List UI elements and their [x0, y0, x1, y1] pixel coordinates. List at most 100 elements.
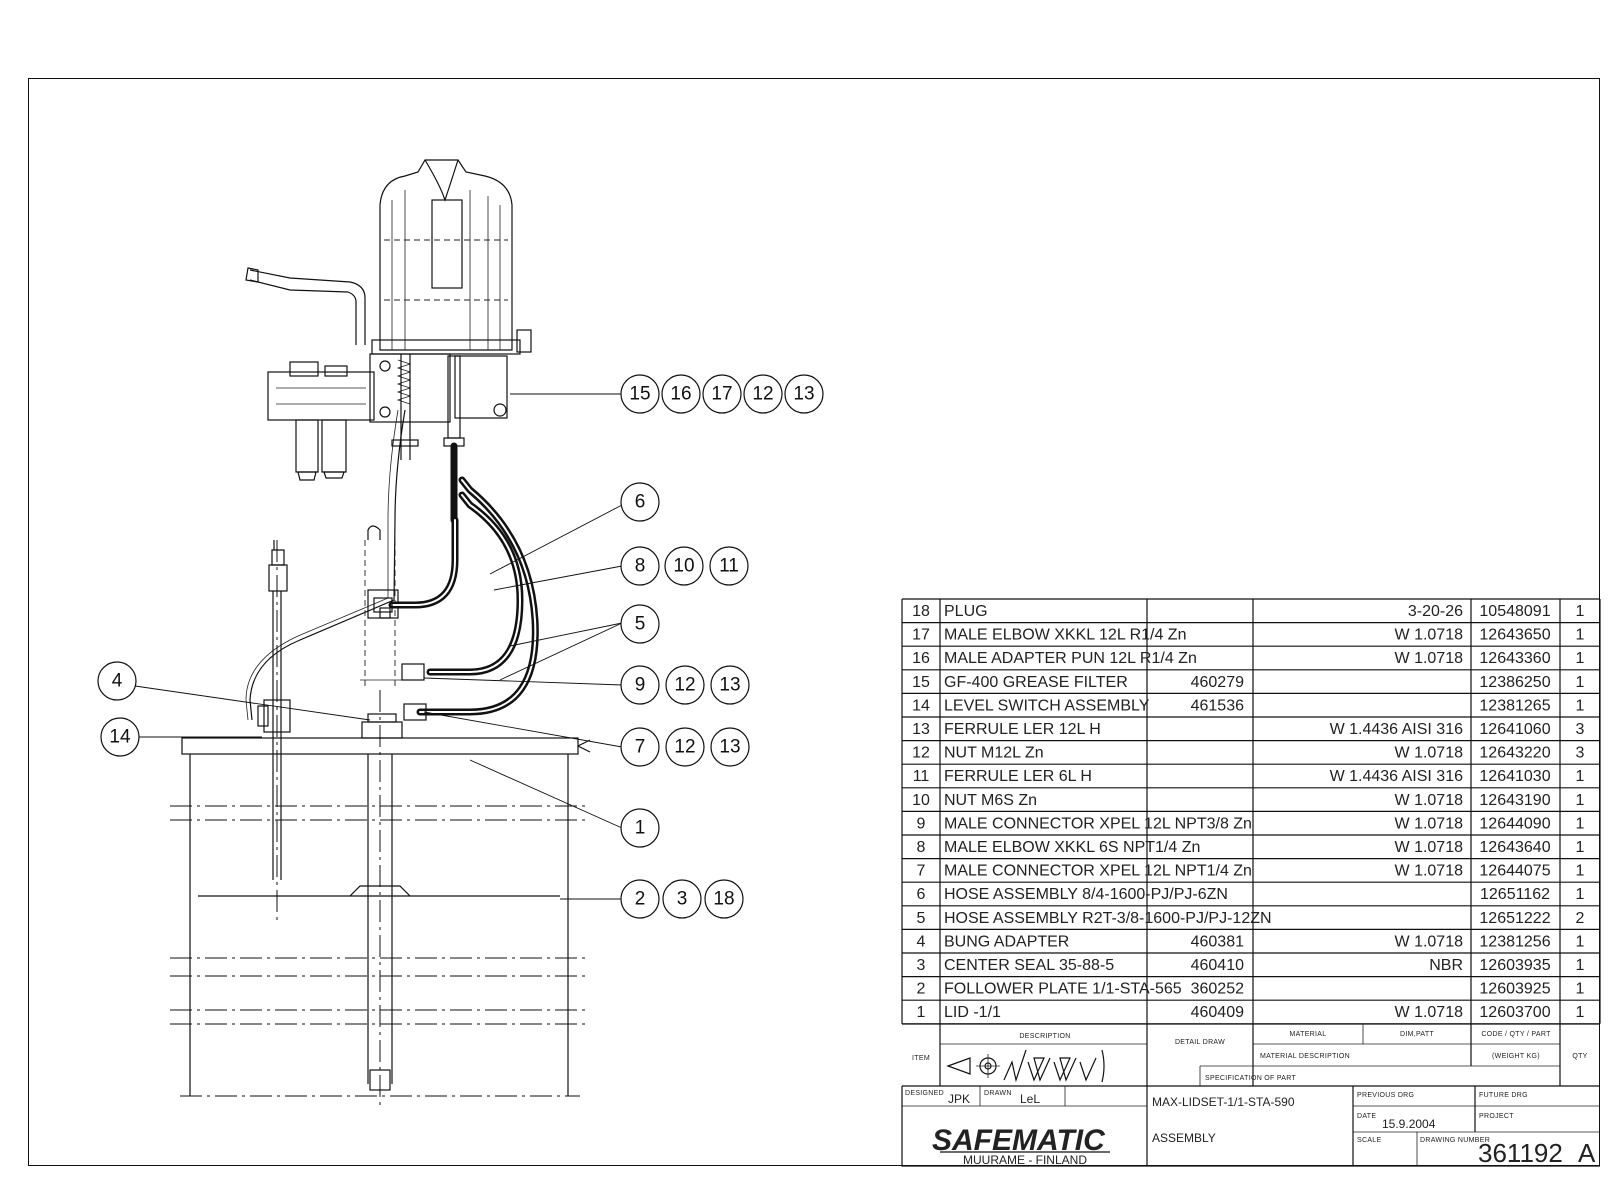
balloon-1: 1 [620, 808, 660, 848]
bom-code: 12643220 [1479, 745, 1550, 762]
bom-code: 12643360 [1479, 650, 1550, 667]
bom-code: 12643650 [1479, 627, 1550, 644]
balloon-4: 4 [97, 661, 137, 701]
balloon-15: 15 [620, 374, 660, 414]
balloon-group-8-10-11: 8 10 11 [620, 546, 749, 586]
header-material: MATERIAL [1290, 1031, 1327, 1038]
date-label: DATE [1357, 1113, 1376, 1120]
bom-item-number: 7 [917, 863, 926, 880]
svg-text:16: 16 [670, 384, 691, 405]
bom-code: 12643190 [1479, 792, 1550, 809]
svg-text:12: 12 [752, 384, 773, 405]
svg-text:12: 12 [674, 675, 695, 696]
bom-qty: 1 [1576, 674, 1585, 691]
project-label: PROJECT [1479, 1113, 1514, 1120]
bom-table: 18 PLUG 3-20-26 10548091 1 1 7 MALE ELBOW XKKL … [901, 598, 1601, 1025]
title-block: DESIGNED JPK DRAWN LeL MAX-LIDSET-1/1-ST… [901, 1086, 1600, 1168]
balloon-12b: 12 [665, 665, 705, 705]
balloon-14: 14 [100, 717, 140, 757]
bom-material: W 1.0718 [1395, 627, 1464, 644]
bom-qty: 1 [1576, 697, 1585, 714]
bom-item-number: 18 [912, 603, 930, 620]
bom-description: PLUG [944, 603, 988, 620]
bom-code: 12603925 [1479, 981, 1550, 998]
bom-qty: 3 [1576, 745, 1585, 762]
bom-item-number: 5 [917, 910, 926, 927]
date-value: 15.9.2004 [1382, 1117, 1436, 1131]
drawing-title: MAX-LIDSET-1/1-STA-590 [1152, 1095, 1295, 1109]
svg-text:13: 13 [793, 384, 814, 405]
bom-detail-draw: 461536 [1191, 697, 1244, 714]
bom-qty: 1 [1576, 1004, 1585, 1021]
bom-code: 12603935 [1479, 957, 1550, 974]
bom-description: LEVEL SWITCH ASSEMBLY [944, 697, 1150, 714]
balloon-13: 13 [784, 374, 824, 414]
balloon-10: 10 [664, 546, 704, 586]
bom-qty: 1 [1576, 957, 1585, 974]
balloon-11: 11 [709, 546, 749, 586]
header-weight: (WEIGHT KG) [1492, 1053, 1540, 1060]
svg-text:18: 18 [713, 889, 734, 910]
bom-description: GF-400 GREASE FILTER [944, 674, 1128, 691]
drawing-subtitle: ASSEMBLY [1152, 1131, 1216, 1145]
header-description: DESCRIPTION [1019, 1033, 1070, 1040]
bom-material: NBR [1429, 957, 1463, 974]
bom-material: W 1.0718 [1395, 839, 1464, 856]
svg-text:8: 8 [635, 556, 646, 577]
svg-text:17: 17 [711, 384, 732, 405]
bom-description: FOLLOWER PLATE 1/1-STA-565 [944, 981, 1182, 998]
previous-drg-label: PREVIOUS DRG [1357, 1092, 1414, 1099]
bom-item-number: 2 [917, 981, 926, 998]
bom-item-number: 4 [917, 933, 926, 950]
svg-text:13: 13 [719, 675, 740, 696]
drawing-number: 361192 [1478, 1138, 1563, 1168]
bom-code: 12641030 [1479, 768, 1550, 785]
svg-text:4: 4 [112, 671, 123, 692]
balloon-16: 16 [661, 374, 701, 414]
bom-material: 3-20-26 [1408, 603, 1463, 620]
bom-code: 12644090 [1479, 815, 1550, 832]
svg-text:9: 9 [635, 675, 646, 696]
bom-code: 12651162 [1480, 886, 1550, 903]
bom-item-number: 1 [917, 1004, 926, 1021]
header-material-description: MATERIAL DESCRIPTION [1260, 1053, 1350, 1060]
bom-item-number: 12 [912, 745, 930, 762]
bom-item-number: 13 [912, 721, 930, 738]
bom-item-number: 14 [912, 697, 930, 714]
bom-code: 10548091 [1479, 603, 1550, 620]
future-drg-label: FUTURE DRG [1479, 1092, 1528, 1099]
revision: A [1578, 1138, 1596, 1168]
bom-description: HOSE ASSEMBLY 8/4-1600-PJ/PJ-6ZN [944, 886, 1228, 903]
bom-detail-draw: 460410 [1191, 957, 1244, 974]
svg-text:2: 2 [635, 889, 646, 910]
bom-description: CENTER SEAL 35-88-5 [944, 957, 1114, 974]
bom-material: W 1.0718 [1395, 863, 1464, 880]
safematic-logo: SAFEMATIC MUURAME - FINLAND [932, 1124, 1110, 1167]
bom-item-number: 16 [912, 650, 930, 667]
bom-qty: 2 [1576, 910, 1585, 927]
svg-text:5: 5 [635, 614, 646, 635]
bom-item-number: 10 [912, 792, 930, 809]
balloon-17: 17 [702, 374, 742, 414]
bom-material: W 1.4436 AISI 316 [1330, 768, 1464, 785]
bom-qty: 1 [1576, 603, 1585, 620]
bom-description: HOSE ASSEMBLY R2T-3/8-1600-PJ/PJ-12ZN [944, 910, 1272, 927]
bom-item-number: 3 [917, 957, 926, 974]
balloon-13c: 13 [710, 727, 750, 767]
surface-finish-symbols [1003, 1049, 1105, 1083]
bom-material: W 1.0718 [1395, 792, 1464, 809]
bom-qty: 1 [1576, 627, 1585, 644]
pump-assembly [134, 159, 623, 1110]
bom-item-number: 9 [917, 815, 926, 832]
bom-description: MALE CONNECTOR XPEL 12L NPT3/8 Zn [944, 815, 1252, 832]
svg-text:1: 1 [635, 818, 646, 839]
bom-item-number: 6 [917, 886, 926, 903]
bom-description: NUT M12L Zn [944, 745, 1044, 762]
bom-qty: 1 [1576, 981, 1585, 998]
header-code-qty-part: CODE / QTY / PART [1481, 1031, 1551, 1038]
bom-code: 12386250 [1479, 674, 1550, 691]
balloon-group-2-3-18: 2 3 18 [620, 879, 744, 919]
bom-description: MALE ELBOW XKKL 6S NPT1/4 Zn [944, 839, 1200, 856]
header-item: ITEM [912, 1055, 930, 1062]
